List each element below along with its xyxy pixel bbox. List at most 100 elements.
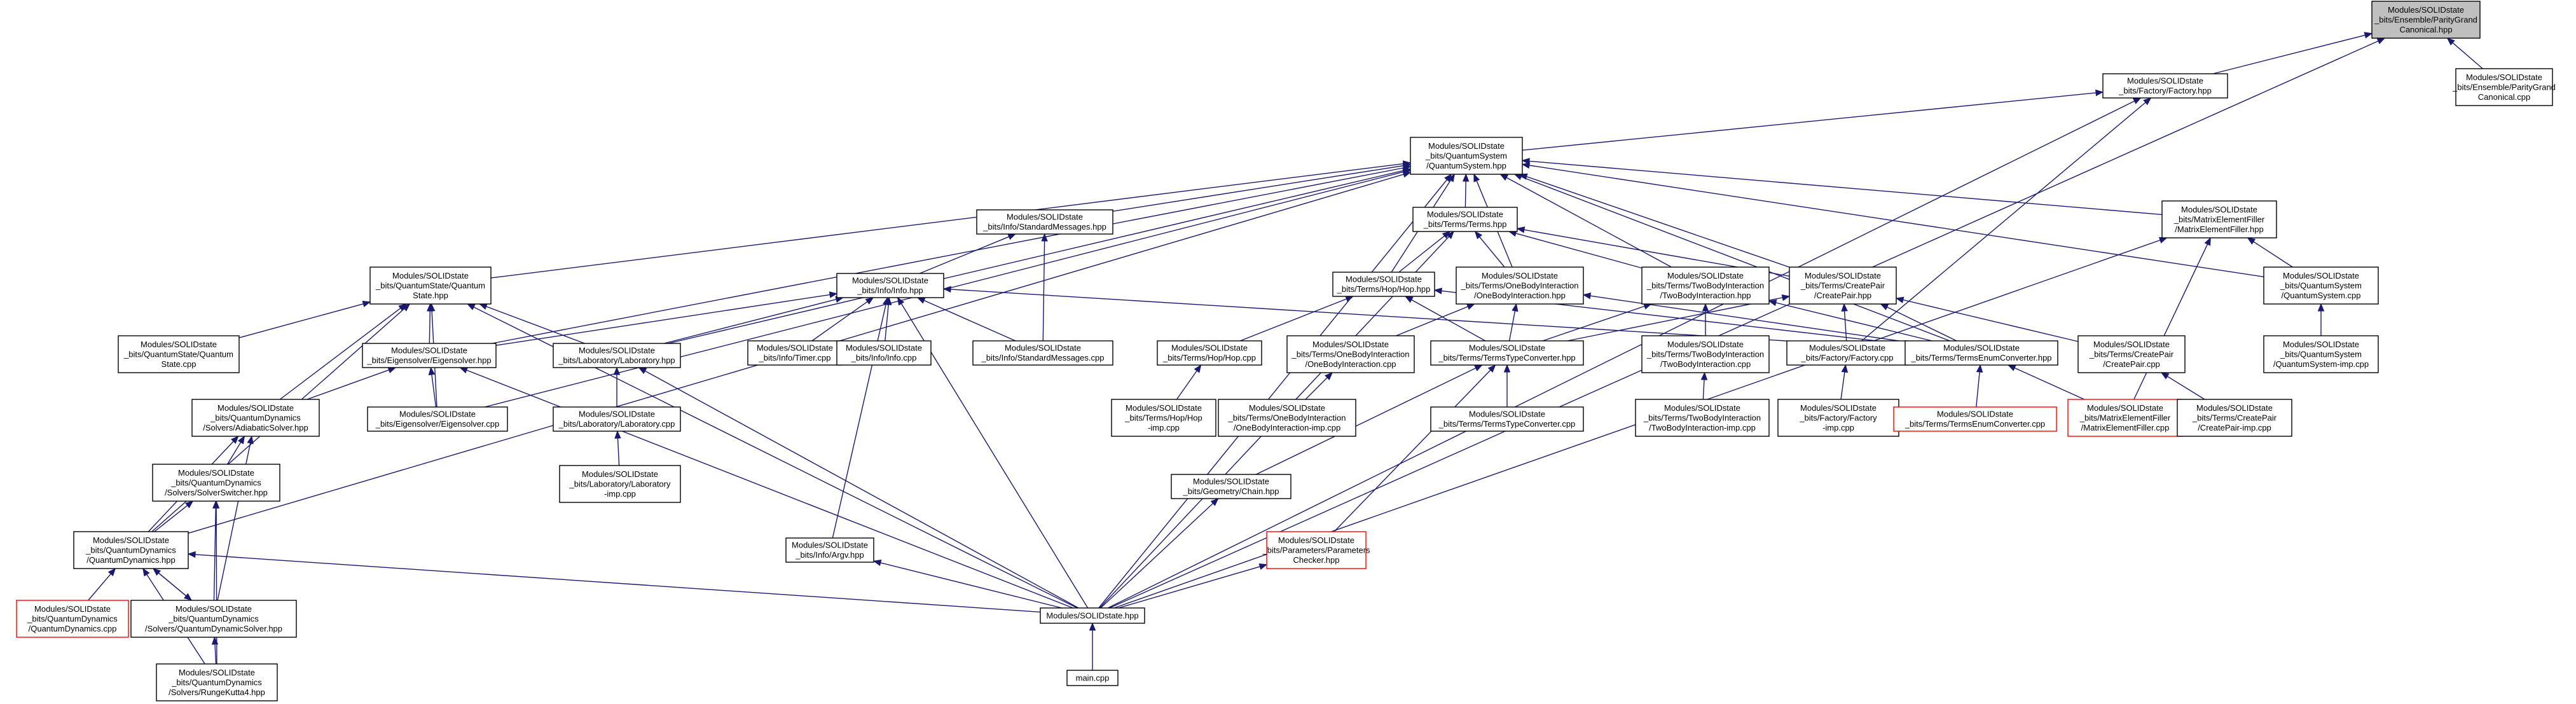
node-pchk-hpp[interactable]: Modules/SOLIDstate_bits/Parameters/Param… (1262, 531, 1370, 569)
node-label-line: _bits/Eigensolver/Eigensolver.cpp (375, 419, 499, 429)
edge-line (429, 310, 430, 344)
node-cp-imp[interactable]: Modules/SOLIDstate_bits/Terms/CreatePair… (2177, 399, 2292, 437)
node-label-line: Modules/SOLIDstate (34, 604, 111, 614)
node-ttc-cpp[interactable]: Modules/SOLIDstate_bits/Terms/TermsTypeC… (1430, 406, 1584, 432)
edge-line (1976, 371, 1980, 408)
edge-line (2452, 42, 2483, 69)
node-eig-cpp[interactable]: Modules/SOLIDstate_bits/Eigensolver/Eige… (367, 406, 508, 432)
node-label-line: _bits/Factory/Factory.hpp (2118, 86, 2212, 95)
node-label-line: Checker.hpp (1293, 555, 1340, 565)
node-factory-cpp[interactable]: Modules/SOLIDstate_bits/Factory/Factory.… (1786, 340, 1908, 366)
node-qsys-imp[interactable]: Modules/SOLIDstate_bits/QuantumSystem/Qu… (2263, 335, 2379, 373)
node-qsys-hpp[interactable]: Modules/SOLIDstate_bits/QuantumSystem/Qu… (1410, 137, 1523, 175)
node-label-line: Modules/SOLIDstate (1346, 275, 1422, 284)
node-adia-hpp[interactable]: Modules/SOLIDstate_bits/QuantumDynamics/… (191, 399, 320, 437)
node-eig-hpp[interactable]: Modules/SOLIDstate_bits/Eigensolver/Eige… (362, 343, 497, 368)
node-label-line: _bits/Terms/OneBodyInteraction (1228, 413, 1346, 422)
edge-arrowhead (1402, 160, 1412, 167)
node-ttc-hpp[interactable]: Modules/SOLIDstate_bits/Terms/TermsTypeC… (1430, 340, 1584, 366)
edge-line (1333, 369, 1491, 532)
node-label-line: Modules/SOLIDstate (1800, 403, 1877, 413)
node-switch-hpp[interactable]: Modules/SOLIDstate_bits/QuantumDynamics/… (152, 464, 280, 502)
node-label-line: Modules/SOLIDstate (399, 410, 476, 419)
edge-line (900, 303, 1089, 609)
node-label-line: State.cpp (162, 359, 196, 369)
node-label-line: Modules/SOLIDstate (579, 346, 655, 355)
node-qsys-cpp[interactable]: Modules/SOLIDstate_bits/QuantumSystem/Qu… (2263, 266, 2379, 305)
node-hop-cpp[interactable]: Modules/SOLIDstate_bits/Terms/Hop/Hop.cp… (1157, 340, 1262, 366)
node-rk-hpp[interactable]: Modules/SOLIDstate_bits/QuantumDynamics/… (156, 663, 278, 701)
edge-arrowhead (187, 551, 196, 558)
node-obi-cpp[interactable]: Modules/SOLIDstate_bits/Terms/OneBodyInt… (1286, 335, 1415, 373)
node-label-line: Modules/SOLIDstate (1937, 410, 2013, 419)
edge-line (1239, 298, 1347, 342)
edge-arrowhead (2317, 303, 2325, 312)
edge-arrowhead (2095, 89, 2104, 97)
node-label-line: _bits/Laboratory/Laboratory.cpp (558, 419, 675, 429)
node-qds-hpp[interactable]: Modules/SOLIDstate_bits/QuantumDynamics/… (130, 600, 297, 638)
node-lab-hpp[interactable]: Modules/SOLIDstate_bits/Laboratory/Labor… (553, 343, 681, 368)
node-pgc-cpp[interactable]: Modules/SOLIDstate_bits/Ensemble/ParityG… (2452, 68, 2556, 106)
node-mef-hpp[interactable]: Modules/SOLIDstate_bits/MatrixElementFil… (2161, 200, 2277, 238)
edge-arrowhead (247, 435, 254, 445)
node-label-line: _bits/QuantumDynamics (171, 677, 262, 687)
node-tbi-hpp[interactable]: Modules/SOLIDstate_bits/Terms/TwoBodyInt… (1641, 266, 1770, 305)
node-label-line: /QuantumDynamics.hpp (86, 555, 175, 565)
node-label-line: Modules/SOLIDstate (846, 343, 922, 353)
node-lab-imp[interactable]: Modules/SOLIDstate_bits/Laboratory/Labor… (559, 465, 681, 503)
node-timer-cpp[interactable]: Modules/SOLIDstate_bits/Info/Timer.cpp (747, 340, 843, 366)
edge-line (1109, 40, 2379, 609)
node-label-line: /TwoBodyInteraction.cpp (1660, 359, 1751, 369)
node-qdyn-cpp[interactable]: Modules/SOLIDstate_bits/QuantumDynamics/… (16, 600, 129, 638)
edge-tec_hpp-to-tec_cpp (1976, 364, 1983, 408)
node-stdmsg-hpp[interactable]: Modules/SOLIDstate_bits/Info/StandardMes… (976, 209, 1113, 235)
node-factory-imp[interactable]: Modules/SOLIDstate_bits/Factory/Factory-… (1777, 399, 1899, 437)
node-solid-hpp[interactable]: Modules/SOLIDstate.hpp (1040, 607, 1145, 624)
node-obi-hpp[interactable]: Modules/SOLIDstate_bits/Terms/OneBodyInt… (1456, 266, 1584, 305)
node-cp-cpp[interactable]: Modules/SOLIDstate_bits/Terms/CreatePair… (2077, 335, 2186, 373)
node-stdmsg-cpp[interactable]: Modules/SOLIDstate_bits/Info/StandardMes… (972, 340, 1113, 366)
edge-arrowhead (428, 303, 436, 312)
node-box (191, 399, 320, 437)
node-info-hpp[interactable]: Modules/SOLIDstate_bits/Info/Info.hpp (836, 273, 944, 298)
node-main-cpp[interactable]: main.cpp (1066, 670, 1119, 686)
node-hop-imp[interactable]: Modules/SOLIDstate_bits/Terms/Hop/Hop-im… (1111, 399, 1216, 437)
node-argv-hpp[interactable]: Modules/SOLIDstate_bits/Info/Argv.hpp (785, 537, 874, 563)
node-label-line: _bits/Eigensolver/Eigensolver.hpp (366, 355, 491, 365)
edge-arrowhead (1521, 158, 1530, 165)
node-pgc-hpp[interactable]: Modules/SOLIDstate_bits/Ensemble/ParityG… (2371, 1, 2481, 39)
edge-qdyn_hpp-to-qdyn_cpp (88, 567, 116, 601)
edge-line (1542, 305, 1645, 342)
node-tbi-imp[interactable]: Modules/SOLIDstate_bits/Terms/TwoBodyInt… (1635, 399, 1770, 437)
node-chain-hpp[interactable]: Modules/SOLIDstate_bits/Geometry/Chain.h… (1171, 474, 1291, 499)
node-info-cpp[interactable]: Modules/SOLIDstate_bits/Info/Info.cpp (836, 340, 932, 366)
node-tbi-cpp[interactable]: Modules/SOLIDstate_bits/Terms/TwoBodyInt… (1641, 335, 1770, 373)
node-factory-hpp[interactable]: Modules/SOLIDstate_bits/Factory/Factory.… (2102, 73, 2228, 99)
node-qstate-cpp[interactable]: Modules/SOLIDstate_bits/QuantumState/Qua… (118, 335, 240, 373)
edge-arrowhead (1474, 230, 1483, 240)
edge-arrowhead (478, 303, 488, 310)
node-qstate-hpp[interactable]: Modules/SOLIDstate_bits/QuantumState/Qua… (369, 266, 492, 305)
node-terms-hpp[interactable]: Modules/SOLIDstate_bits/Terms/Terms.hpp (1412, 207, 1518, 232)
node-qdyn-hpp[interactable]: Modules/SOLIDstate_bits/QuantumDynamics/… (73, 531, 189, 569)
edge-line (2014, 367, 2084, 400)
node-tec-hpp[interactable]: Modules/SOLIDstate_bits/Terms/TermsEnumC… (1904, 340, 2058, 366)
edge-arrowhead (107, 567, 116, 577)
edge-arrowhead (142, 567, 150, 577)
node-label-line: _bits/Terms/TermsEnumConverter.hpp (1910, 353, 2051, 362)
edge-line (1903, 299, 2079, 342)
node-obi-imp[interactable]: Modules/SOLIDstate_bits/Terms/OneBodyInt… (1218, 399, 1356, 437)
node-label-line: Modules/SOLIDstate (1809, 343, 1885, 353)
edge-line (1506, 177, 1672, 268)
node-tec-cpp[interactable]: Modules/SOLIDstate_bits/Terms/TermsEnumC… (1893, 406, 2057, 432)
node-lab-cpp[interactable]: Modules/SOLIDstate_bits/Laboratory/Labor… (553, 406, 681, 432)
node-cp-hpp[interactable]: Modules/SOLIDstate_bits/Terms/CreatePair… (1789, 266, 1897, 305)
edge-arrowhead (1345, 296, 1354, 303)
node-mef-cpp[interactable]: Modules/SOLIDstate_bits/MatrixElementFil… (2067, 399, 2183, 437)
node-box (785, 537, 874, 563)
node-hop-hpp[interactable]: Modules/SOLIDstate_bits/Terms/Hop/Hop.hp… (1332, 272, 1435, 297)
node-box (836, 340, 932, 366)
node-label-line: Canonical.hpp (2399, 25, 2452, 34)
edge-qsys_hpp-to-cp_hpp (1519, 173, 1790, 268)
node-label-line: /QuantumSystem.cpp (2282, 291, 2361, 300)
